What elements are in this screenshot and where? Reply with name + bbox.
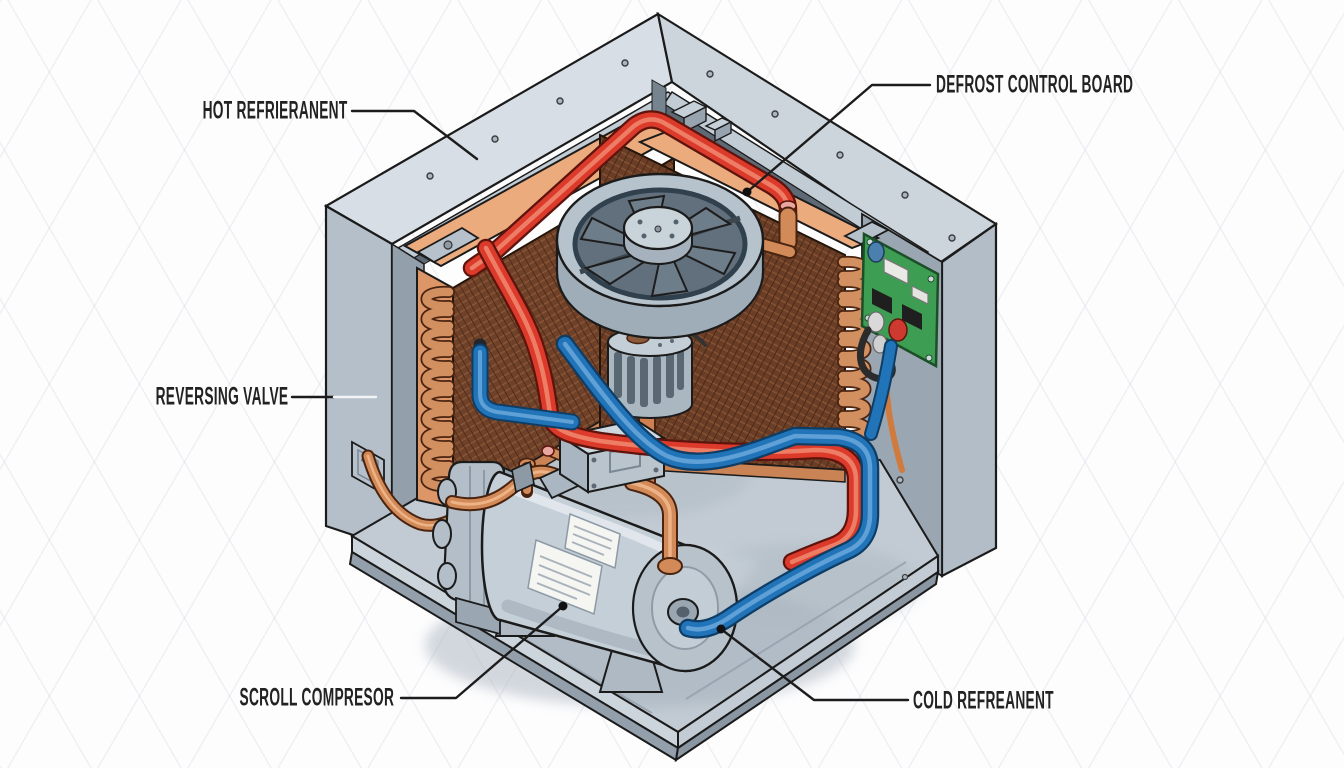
label-hot-refrigerant-text: HOT REFRIERANENT	[203, 96, 348, 125]
compressor-inlet-collar	[657, 557, 683, 575]
capacitor	[888, 318, 908, 342]
rim-screws	[426, 59, 956, 484]
coil-bracket	[843, 220, 890, 246]
label-cold-refrigerant-text: COLD REFREANENT	[913, 686, 1054, 715]
label-defrost-control-board: DEFROST CONTROL BOARD	[936, 72, 1295, 110]
leader-hot-refrigerant	[350, 109, 479, 161]
callout-leaders	[290, 83, 932, 702]
copper-lines	[452, 460, 683, 575]
label-reversing-valve-text: REVERSING VALVE	[155, 382, 288, 411]
cold-refrigerant-pipes	[480, 344, 891, 629]
capacitor	[867, 241, 885, 263]
chip	[872, 288, 892, 314]
label-scroll-compressor: SCROLL COMPRESOR	[113, 685, 394, 723]
label-scroll-compressor-text: SCROLL COMPRESOR	[239, 683, 394, 712]
service-port	[351, 440, 497, 525]
capacitor	[867, 311, 885, 333]
label-defrost-control-board-text: DEFROST CONTROL BOARD	[936, 70, 1134, 99]
condenser-fan	[555, 172, 765, 340]
relay	[883, 256, 909, 286]
control-board-pcb	[860, 231, 940, 369]
label-reversing-valve: REVERSING VALVE	[47, 384, 288, 422]
hot-gas-loop-pipe	[472, 119, 796, 268]
label-cold-refrigerant: COLD REFREANENT	[913, 688, 1169, 726]
leader-cold-refrigerant	[719, 627, 910, 702]
label-hot-refrigerant: HOT REFRIERANENT	[84, 98, 348, 136]
leader-scroll-compressor	[399, 604, 565, 700]
chip	[902, 304, 922, 330]
cabinet-right-wall	[940, 221, 998, 578]
leader-defrost-control-board	[745, 83, 932, 194]
pipe-coupling	[511, 460, 535, 494]
